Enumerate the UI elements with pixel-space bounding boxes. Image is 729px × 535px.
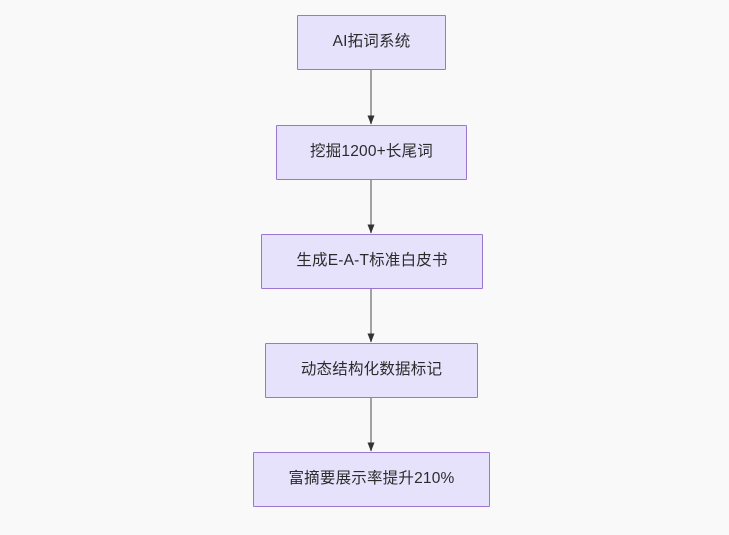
node-label: 挖掘1200+长尾词 <box>309 143 434 161</box>
flowchart-node-mine-longtail-keywords[interactable]: 挖掘1200+长尾词 <box>276 125 467 180</box>
node-label: AI拓词系统 <box>332 33 411 51</box>
node-label: 动态结构化数据标记 <box>300 361 443 379</box>
flowchart-node-rich-snippet-impression-lift[interactable]: 富摘要展示率提升210% <box>253 452 490 507</box>
flowchart-node-dynamic-structured-data-markup[interactable]: 动态结构化数据标记 <box>265 343 478 398</box>
node-label: 生成E-A-T标准白皮书 <box>296 252 448 270</box>
flowchart-node-generate-eat-whitepaper[interactable]: 生成E-A-T标准白皮书 <box>261 234 483 289</box>
node-label: 富摘要展示率提升210% <box>288 470 455 488</box>
flowchart-node-ai-keyword-system[interactable]: AI拓词系统 <box>297 15 446 70</box>
